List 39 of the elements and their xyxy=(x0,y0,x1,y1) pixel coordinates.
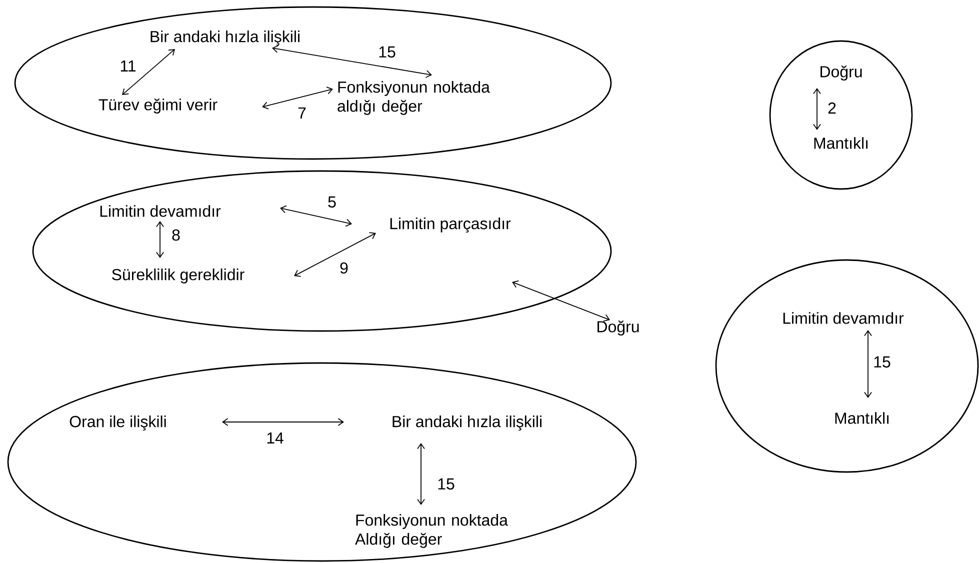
double-arrow xyxy=(272,45,432,78)
concept-label: Fonksiyonun noktada Aldığı değer xyxy=(355,514,508,548)
double-arrow xyxy=(512,280,610,322)
double-arrow xyxy=(262,86,333,110)
edge-label: 5 xyxy=(326,195,338,209)
edge-label: 2 xyxy=(826,101,838,115)
group-ellipse xyxy=(769,40,913,190)
group-ellipse xyxy=(14,6,612,160)
concept-label: Bir andaki hızla ilişkili xyxy=(392,416,542,430)
group-ellipse xyxy=(7,362,637,562)
edge-label: 15 xyxy=(872,355,892,369)
concept-label: Oran ile ilişkili xyxy=(70,416,166,430)
concept-label: Limitin devamıdır xyxy=(100,205,221,217)
edge-label: 15 xyxy=(377,45,397,59)
group-ellipse xyxy=(715,259,979,473)
concept-label: Doğru xyxy=(598,320,639,336)
edge-label: 15 xyxy=(436,477,456,491)
double-arrow xyxy=(280,205,352,227)
double-arrow xyxy=(813,88,821,130)
double-arrow xyxy=(156,221,164,258)
edge-label: 7 xyxy=(296,106,308,120)
double-arrow xyxy=(864,330,872,398)
concept-label: Bir andaki hızla ilişkili xyxy=(150,30,300,46)
double-arrow xyxy=(222,418,344,426)
concept-label: Limitin devamıdır xyxy=(783,312,904,324)
edge-label: 14 xyxy=(265,432,285,444)
edge-label: 9 xyxy=(338,261,350,275)
concept-label: Mantıklı xyxy=(835,412,888,424)
concept-label: Limitin parçasıdır xyxy=(390,218,511,232)
edge-label: 11 xyxy=(118,60,138,72)
double-arrow xyxy=(122,49,175,95)
concept-label: Türev eğimi verir xyxy=(98,98,218,114)
concept-label: Fonksiyonun noktada aldığı değer xyxy=(338,81,490,115)
edge-label: 8 xyxy=(170,228,182,242)
concept-label: Doğru xyxy=(820,65,862,81)
concept-label: Süreklilik gereklidir xyxy=(112,268,244,284)
double-arrow xyxy=(417,443,425,505)
double-arrow xyxy=(294,232,376,277)
concept-label: Mantıklı xyxy=(814,137,868,149)
